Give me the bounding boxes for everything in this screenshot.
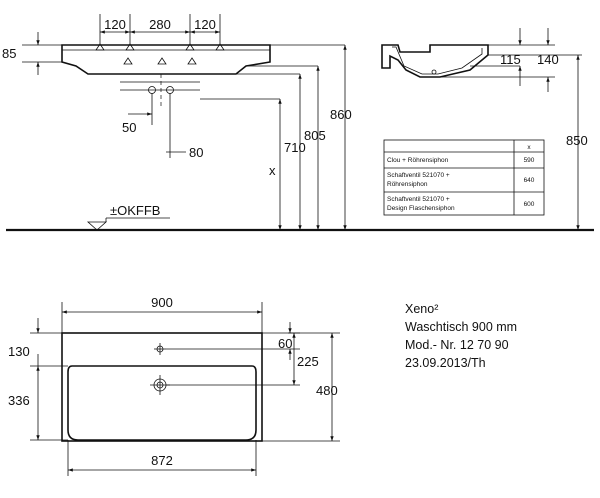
x-table-header: x (527, 144, 531, 151)
dim-850: 850 (566, 133, 588, 148)
x-table-row2-label-b: Röhrensiphon (387, 181, 428, 188)
front-view: 120 280 120 85 50 80 x (2, 14, 352, 231)
dim-480: 480 (316, 383, 338, 398)
dim-115: 115 (500, 52, 521, 67)
dim-336: 336 (8, 393, 30, 408)
side-view: 115 140 850 (381, 28, 588, 230)
bowl-outline (67, 365, 257, 441)
drawing-date: 23.09.2013/Th (405, 356, 486, 370)
x-table-row2-value: 640 (524, 177, 535, 184)
waste-fitting (120, 74, 200, 108)
dim-80: 80 (189, 145, 203, 160)
tap-hole-markers (95, 43, 225, 65)
x-table-row2-label-a: Schaftventil 521070 + (387, 172, 450, 179)
dim-872: 872 (151, 453, 173, 468)
x-table-row1-label: Clou + Röhrensiphon (387, 157, 449, 164)
dim-85: 85 (2, 46, 16, 61)
dim-710: 710 (284, 140, 306, 155)
dim-225: 225 (297, 354, 319, 369)
basin-side-outline (381, 44, 489, 78)
dim-120-right: 120 (194, 17, 216, 32)
model-number: Mod.- Nr. 12 70 90 (405, 338, 509, 352)
dim-130: 130 (8, 344, 30, 359)
x-table-row3-label-b: Design Flaschensiphon (387, 205, 455, 212)
dim-860: 860 (330, 107, 352, 122)
dim-60: 60 (278, 336, 292, 351)
basin-top-outline (61, 332, 263, 442)
product-info: Xeno² Waschtisch 900 mm Mod.- Nr. 12 70 … (405, 302, 517, 370)
x-table-row3-value: 600 (524, 201, 535, 208)
dim-50: 50 (122, 120, 136, 135)
basin-front-outline (61, 44, 271, 75)
dim-900: 900 (151, 295, 173, 310)
dim-120-left: 120 (104, 17, 126, 32)
dim-805: 805 (304, 128, 326, 143)
dim-x: x (269, 163, 276, 178)
floor-level-label: ±OKFFB (110, 203, 160, 218)
x-table-row3-label-a: Schaftventil 521070 + (387, 196, 450, 203)
x-table-row1-value: 590 (524, 157, 535, 164)
product-description: Waschtisch 900 mm (405, 320, 517, 334)
dim-280: 280 (149, 17, 171, 32)
x-value-table: x Clou + Röhrensiphon 590 Schaftventil 5… (383, 139, 545, 216)
dim-140: 140 (537, 52, 559, 67)
top-view: 900 130 336 60 225 480 872 (8, 295, 340, 476)
product-name: Xeno² (405, 302, 438, 316)
